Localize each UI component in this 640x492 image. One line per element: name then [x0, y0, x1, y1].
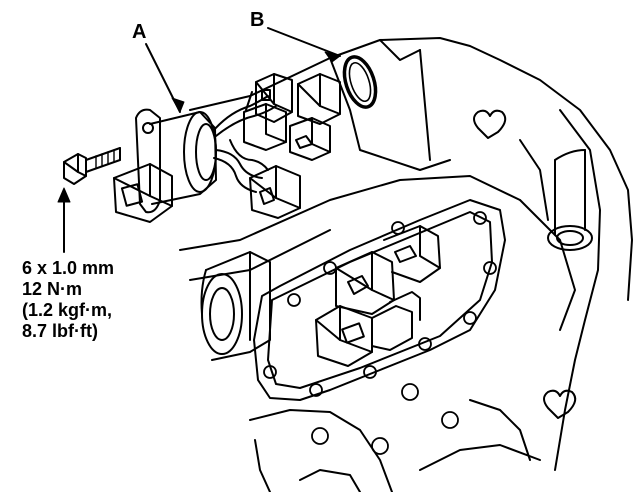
callout-label-a: A [132, 21, 147, 43]
mounting-bolt [63, 147, 121, 185]
torque-kgfm: (1.2 kgf·m, [22, 300, 113, 320]
gasket-bolt-holes [263, 211, 497, 397]
sensor-a [113, 108, 217, 223]
arrow-bolt [57, 187, 71, 203]
coolant-pipe [547, 149, 593, 251]
boss-lower-right [543, 389, 577, 419]
mounted-solenoid-cluster [315, 225, 441, 367]
boss-upper-right [473, 109, 507, 139]
wire-harness [213, 91, 277, 193]
o-ring-b [342, 55, 378, 109]
torque-lbfft: 8.7 lbf·ft) [22, 321, 98, 341]
harness-connectors-upper [243, 73, 341, 161]
gasket-plate [253, 199, 506, 401]
arrowheads [57, 51, 341, 203]
arrow-a [171, 97, 185, 113]
end-cap-housing [200, 251, 271, 361]
callout-label-b: B [250, 9, 265, 31]
arrow-b [324, 51, 341, 63]
harness-connector-lower [249, 165, 301, 219]
torque-nm: 12 N·m [22, 279, 83, 299]
housing-bolt-holes [311, 383, 459, 455]
bolt-size: 6 x 1.0 mm [22, 258, 115, 278]
bolt-spec-block: 6 x 1.0 mm 12 N·m (1.2 kgf·m, 8.7 lbf·ft… [22, 258, 114, 342]
